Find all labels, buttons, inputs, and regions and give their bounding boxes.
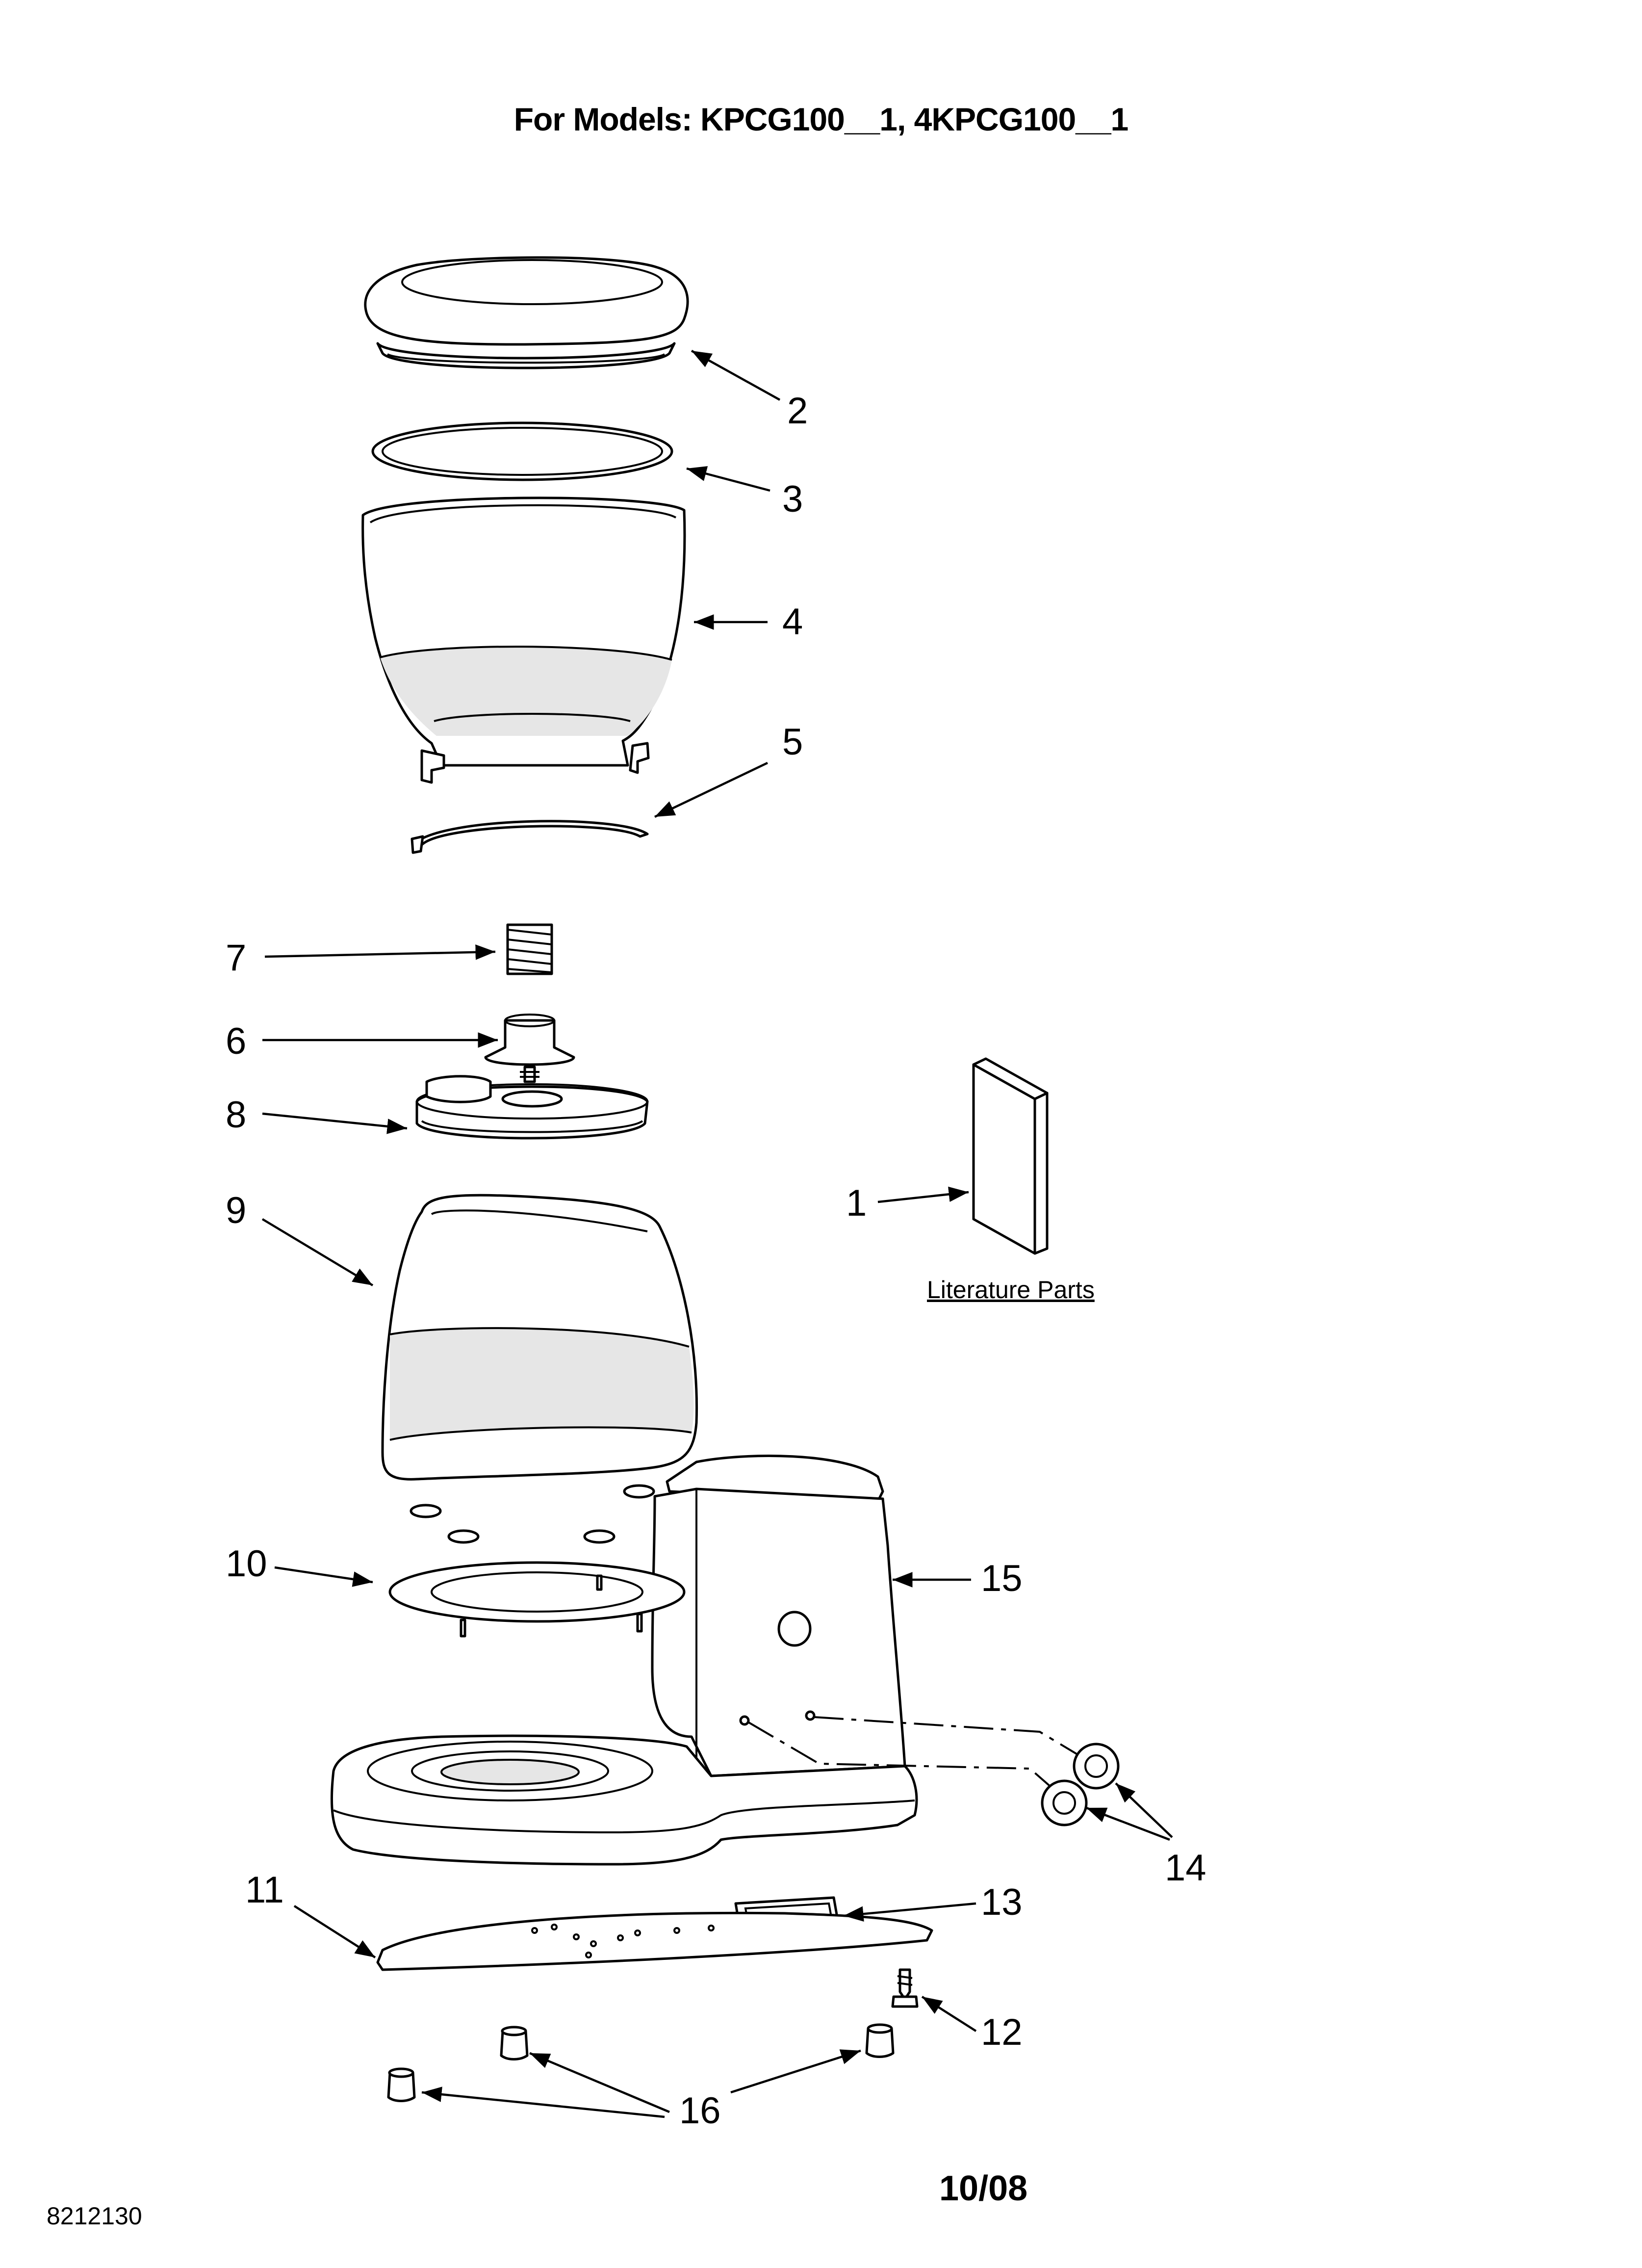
callout-4: 4 xyxy=(782,601,803,643)
callout-6: 6 xyxy=(226,1020,247,1062)
spring-part xyxy=(506,923,553,975)
rubber-feet-parts xyxy=(387,2023,895,2102)
callout-12: 12 xyxy=(981,2011,1023,2053)
base-ring-part xyxy=(388,1561,686,1638)
literature-parts-caption: Literature Parts xyxy=(927,1276,1095,1303)
callout-16: 16 xyxy=(679,2090,721,2132)
screw-part xyxy=(891,1968,919,2008)
callout-1: 1 xyxy=(846,1182,867,1224)
callout-15: 15 xyxy=(981,1558,1023,1599)
leader-lines xyxy=(261,350,1173,2118)
document-number: 8212130 xyxy=(47,2202,142,2230)
callout-3: 3 xyxy=(782,478,803,520)
grinder-housing-part xyxy=(330,1455,918,1866)
date-code: 10/08 xyxy=(939,2169,1028,2208)
callout-8: 8 xyxy=(226,1094,247,1136)
callout-13: 13 xyxy=(981,1881,1023,1923)
callout-9: 9 xyxy=(226,1190,247,1231)
callout-5: 5 xyxy=(782,721,803,763)
bean-container-part xyxy=(381,1194,698,1481)
drive-post-part xyxy=(484,1014,575,1083)
gasket-ring-part xyxy=(371,421,673,481)
retaining-clip-part xyxy=(410,820,649,854)
gear-parts xyxy=(747,1716,1120,1826)
callout-14: 14 xyxy=(1165,1847,1206,1889)
base-plate-part xyxy=(376,1911,933,1971)
literature-booklet-part xyxy=(972,1057,1049,1255)
lid-part xyxy=(364,256,689,369)
callout-10: 10 xyxy=(226,1543,267,1585)
callout-7: 7 xyxy=(226,937,247,979)
hopper-bowl-part xyxy=(361,496,686,784)
callout-2: 2 xyxy=(787,390,808,432)
page-title: For Models: KPCG100__1, 4KPCG100__1 xyxy=(513,101,1129,137)
upper-burr-plate-part xyxy=(415,1075,649,1140)
callout-11: 11 xyxy=(245,1869,284,1911)
mounting-studs xyxy=(410,1484,655,1544)
